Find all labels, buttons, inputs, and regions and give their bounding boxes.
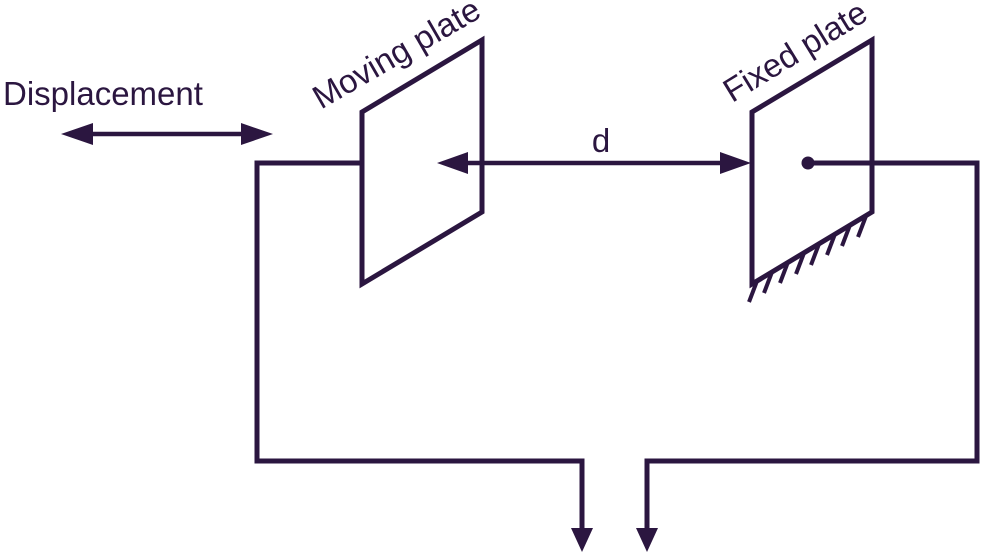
displacement-indicator: Displacement	[3, 75, 273, 145]
right-wire-path	[644, 160, 980, 532]
right-electrode-wire	[636, 160, 980, 552]
left-output-arrow-head-icon	[571, 528, 593, 552]
gap-dimension: d	[437, 122, 751, 174]
moving-plate-label: Moving plate	[306, 0, 487, 116]
gap-arrow-right-head-icon	[720, 152, 751, 174]
displacement-arrow-right-head-icon	[241, 123, 273, 145]
gap-distance-label: d	[592, 122, 610, 159]
fixed-plate: Fixed plate	[717, 0, 875, 303]
left-wire-path	[254, 160, 585, 532]
gap-arrow-left-head-icon	[437, 152, 468, 174]
ground-hatching	[747, 215, 868, 303]
displacement-arrow-left-head-icon	[61, 123, 93, 145]
left-electrode-wire	[254, 160, 593, 552]
displacement-label: Displacement	[3, 75, 203, 112]
moving-plate: Moving plate	[306, 0, 487, 289]
moving-plate-shape	[359, 35, 485, 289]
fixed-plate-shape	[749, 35, 875, 289]
right-output-arrow-head-icon	[636, 528, 658, 552]
